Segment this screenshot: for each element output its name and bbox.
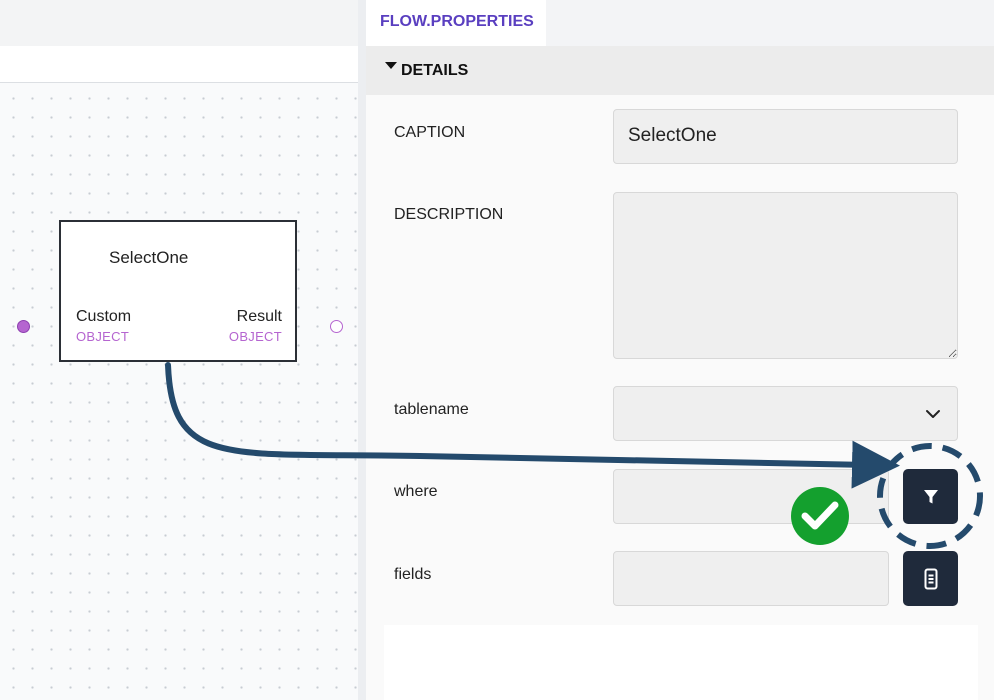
where-input[interactable] [613,469,889,524]
description-label: DESCRIPTION [394,206,504,223]
details-section-header[interactable]: DETAILS [366,46,994,95]
tab-flow-properties[interactable]: FLOW.PROPERTIES [366,0,546,46]
fields-label: fields [394,566,432,583]
input-port-name: Custom [76,308,132,325]
check-icon [801,501,839,530]
node-title: SelectOne [109,248,189,267]
details-section-title: DETAILS [401,62,469,79]
caret-down-icon [385,62,397,69]
chevron-down-icon [926,410,940,418]
caption-label: CAPTION [394,124,466,141]
fields-input[interactable] [613,551,889,606]
input-port-type: OBJECT [76,329,130,344]
flow-canvas-pane: SelectOne Custom OBJECT Result OBJECT [0,0,358,700]
description-textarea[interactable] [613,192,958,359]
caption-input[interactable]: SelectOne [613,109,958,164]
where-label: where [394,483,438,500]
filter-icon [923,489,938,503]
output-port-type: OBJECT [228,329,282,344]
canvas-header-bar [0,46,358,83]
properties-footer-area [384,625,978,700]
tablename-value [614,402,642,423]
pane-splitter[interactable] [358,0,366,700]
canvas-toolbar [0,0,358,46]
properties-panel: FLOW.PROPERTIES DETAILS CAPTION SelectOn… [366,0,994,700]
output-port-name: Result [236,308,282,325]
properties-header: FLOW.PROPERTIES [366,0,994,46]
output-port-connector[interactable] [330,320,343,333]
where-filter-button[interactable] [903,469,958,524]
tablename-select[interactable] [613,386,958,441]
list-icon [924,568,937,589]
flow-canvas[interactable] [0,83,358,700]
fields-list-button[interactable] [903,551,958,606]
tablename-label: tablename [394,401,469,418]
flow-node-selectone[interactable]: SelectOne Custom OBJECT Result OBJECT [59,220,297,362]
success-check-badge [791,487,849,545]
input-port-connector[interactable] [17,320,30,333]
